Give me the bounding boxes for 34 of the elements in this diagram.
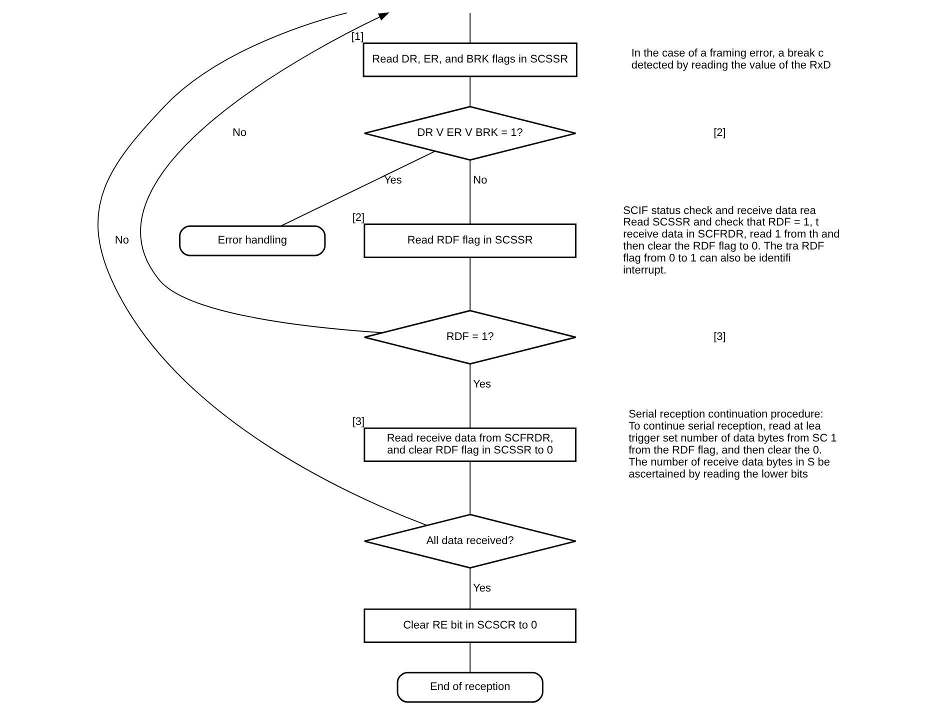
node-box: Error handling xyxy=(178,225,326,256)
node-box: End of reception xyxy=(396,672,543,703)
node-box: Clear RE bit in SCSCR to 0 xyxy=(363,608,576,643)
node-diamond: DR V ER V BRK = 1? xyxy=(363,106,576,161)
label: SCIF status check and receive data rea Read SCSSR and check that RDF = 1, t receive data in SCFRDR, read 1 from th and then clear the RDF flag to 0. The tra RDF flag from 0 to 1 can also be identifi interrupt. xyxy=(622,204,840,276)
connector xyxy=(97,12,427,526)
label: In the case of a framing error, a break c detected by reading the value of the RxD xyxy=(630,48,830,72)
node-label: [1] xyxy=(350,31,364,44)
label: [2] xyxy=(713,127,726,140)
connector xyxy=(469,568,470,610)
edge-label: Yes xyxy=(383,174,402,186)
connector xyxy=(469,160,470,225)
edge-label: Yes xyxy=(472,582,491,594)
connector xyxy=(469,364,470,429)
node-label: [3] xyxy=(352,416,364,428)
edge-label: No xyxy=(114,234,128,247)
node-box: Read receive data from SCFRDR, and clear RDF flag in SCSSR to 0 xyxy=(363,427,576,462)
connector xyxy=(469,256,470,311)
label: [3] xyxy=(713,331,726,344)
node-box: Read RDF flag in SCSSR xyxy=(363,224,576,258)
connector xyxy=(469,76,470,107)
connector xyxy=(469,460,470,515)
node-diamond: All data received? xyxy=(363,514,576,569)
label: Serial reception continuation procedure: To continue serial reception, read at lea trigger set number of data bytes from SC 1 from the RDF flag, and then clear the 0. The number of receive data bytes in S be ascertained by reading the lower bits xyxy=(628,408,836,480)
edge-label: No xyxy=(472,174,487,186)
node-label: [2] xyxy=(352,212,364,224)
connector xyxy=(469,642,470,673)
connector xyxy=(469,12,470,44)
node-box: Read DR, ER, and BRK flags in SCSSR xyxy=(362,42,577,78)
arrow xyxy=(140,12,390,334)
connector xyxy=(280,150,436,226)
edge-label: No xyxy=(232,127,246,140)
node-diamond: RDF = 1? xyxy=(363,310,576,365)
edge-label: Yes xyxy=(472,378,491,390)
